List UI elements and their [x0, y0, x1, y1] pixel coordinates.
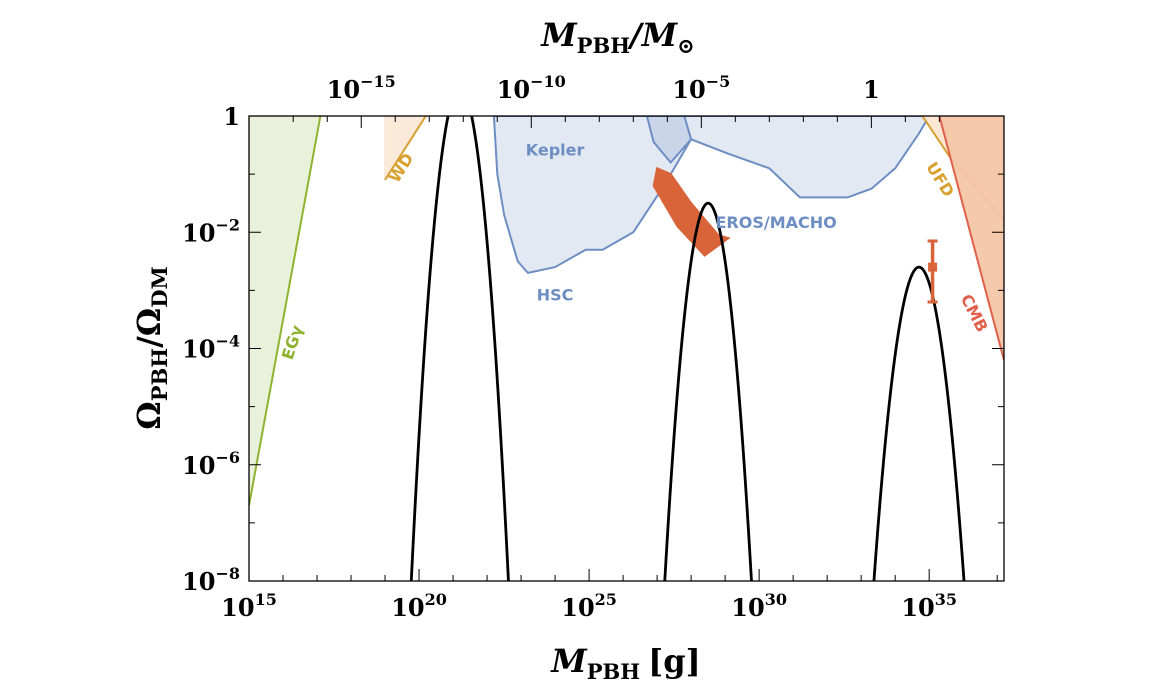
kepler-boundary [645, 116, 693, 165]
y-tick-label: 10−6 [182, 448, 240, 480]
wd-boundary [384, 116, 427, 181]
cmb-boundary [938, 116, 1004, 361]
x-top-tick-label: 10−5 [672, 72, 730, 104]
y-tick-label: 1 [223, 102, 240, 131]
x-top-tick-label: 1 [863, 75, 880, 104]
mass-function-curve-1 [409, 116, 510, 581]
x-tick-label-20: 1020 [391, 590, 447, 622]
hsc-boundary [492, 116, 931, 275]
x-tick-label-30: 1030 [731, 590, 787, 622]
eros-macho-boundary [652, 166, 731, 257]
label-eros-macho: EROS/MACHO [716, 213, 837, 232]
y-tick-label: 10−2 [182, 215, 240, 247]
tick-labels: 1015 1020 1025 1030 1035 10−15 10−10 10−5 1 1 10−2… [182, 72, 957, 622]
data-point-group [927, 239, 938, 304]
mass-function-curve-2 [663, 201, 753, 581]
mass-function-curves [409, 116, 966, 581]
data-point-marker [928, 262, 938, 272]
eros-macho-region [653, 168, 729, 256]
y-tick-label: 10−8 [182, 564, 240, 596]
eg-boundary [249, 116, 322, 506]
x-tick-label-25: 1025 [561, 590, 617, 622]
label-hsc: HSC [537, 286, 574, 305]
x-axis-title: MPBH[g] [550, 642, 700, 684]
x-top-tick-label: 10−10 [497, 72, 566, 104]
x-top-axis-title: MPBH/M⊙ [540, 16, 695, 58]
x-tick-label-15: 1015 [221, 590, 277, 622]
x-tick-label-35: 1035 [901, 590, 957, 622]
x-top-tick-label: 10−15 [327, 72, 396, 104]
mass-function-curve-3 [872, 265, 966, 581]
constraint-regions [249, 116, 1004, 506]
y-axis-title: ΩPBH/ΩDM [130, 266, 172, 430]
axis-ticks [248, 115, 1004, 582]
label-kepler: Kepler [526, 140, 585, 159]
y-tick-label: 10−4 [182, 332, 240, 364]
hsc-region [493, 116, 930, 273]
